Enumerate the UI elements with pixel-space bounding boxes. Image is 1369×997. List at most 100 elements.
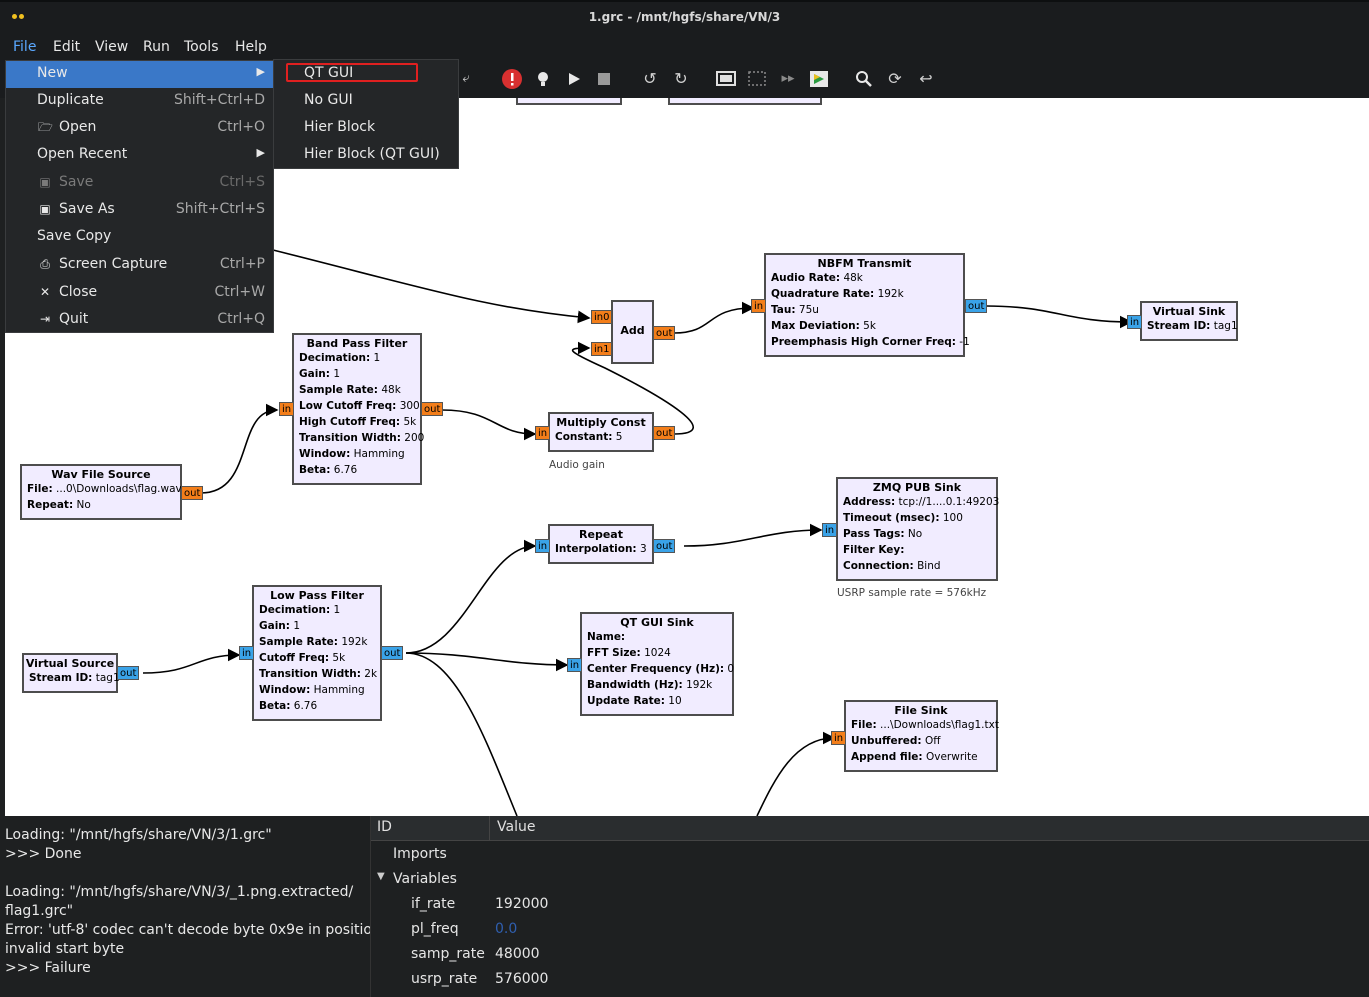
add-out-port[interactable]: out xyxy=(653,326,676,340)
lpf-out-port[interactable]: out xyxy=(381,646,404,660)
search-icon[interactable] xyxy=(853,68,875,90)
menu-item-open-recent[interactable]: Open Recent ▶ xyxy=(37,146,265,162)
repeat-in-port[interactable]: in xyxy=(535,539,551,553)
flowgraph-canvas[interactable]: NBFM Transmit Audio Rate: 48k Quadrature… xyxy=(5,98,1369,816)
nbfm-out-port[interactable]: out xyxy=(965,299,988,313)
menu-item-save[interactable]: ▣ Save Ctrl+S xyxy=(39,174,265,190)
enable-block-icon[interactable] xyxy=(715,68,737,90)
generate-icon[interactable] xyxy=(532,68,554,90)
console-pane[interactable]: Loading: "/mnt/hgfs/share/VN/3/1.grc" >>… xyxy=(0,816,399,997)
connections xyxy=(142,249,1133,816)
block-wav-file-source[interactable]: Wav File Source File: ...0\Downloads\fla… xyxy=(20,464,182,520)
comment-usrp-rate: USRP sample rate = 576kHz xyxy=(837,587,987,599)
menu-tools[interactable]: Tools xyxy=(184,39,219,55)
var-value[interactable]: 192000 xyxy=(495,896,549,912)
var-id[interactable]: if_rate xyxy=(411,896,456,912)
comment-audio-gain: Audio gain xyxy=(549,459,605,471)
wire-wav-bpf xyxy=(200,403,279,494)
block-add[interactable]: Add xyxy=(611,300,654,364)
block-zmq-pub-sink[interactable]: ZMQ PUB Sink Address: tcp://1....0.1:492… xyxy=(836,477,999,581)
menu-item-duplicate[interactable]: Duplicate Shift+Ctrl+D xyxy=(37,92,265,108)
rotate-ccw-icon[interactable]: ↺ xyxy=(643,69,657,88)
block-virtual-sink[interactable]: Virtual Sink Stream ID: tag1 xyxy=(1140,301,1238,341)
menu-item-save-as[interactable]: ▣ Save As Shift+Ctrl+S xyxy=(39,201,265,217)
var-value[interactable]: 0.0 xyxy=(495,921,518,937)
expand-arrow-icon[interactable]: ▼ xyxy=(377,871,385,882)
variables-pane[interactable]: ID Value Imports ▼ Variables if_rate 192… xyxy=(370,816,1369,997)
kill-icon[interactable] xyxy=(593,68,615,90)
menu-item-save-copy[interactable]: Save Copy xyxy=(37,228,112,244)
menu-item-close[interactable]: ✕ Close Ctrl+W xyxy=(39,284,265,300)
bpf-out-port[interactable]: out xyxy=(421,402,444,416)
block-qt-gui-sink[interactable]: QT GUI Sink Name: FFT Size: 1024 Center … xyxy=(580,612,734,716)
zmq-in-port[interactable]: in xyxy=(822,523,838,537)
submenu-item-hier-block-qt-gui[interactable]: Hier Block (QT GUI) xyxy=(304,146,440,162)
tree-imports[interactable]: Imports xyxy=(393,846,447,862)
var-value[interactable]: 576000 xyxy=(495,971,549,987)
wire-bpf-mconst xyxy=(441,409,537,441)
nbfm-in-port[interactable]: in xyxy=(751,299,767,313)
menu-item-quit[interactable]: ⇥ Quit Ctrl+Q xyxy=(39,311,265,327)
block-low-pass-filter[interactable]: Low Pass Filter Decimation: 1 Gain: 1 Sa… xyxy=(252,585,382,721)
block-nbfm-transmit[interactable]: NBFM Transmit Audio Rate: 48k Quadrature… xyxy=(764,253,970,357)
execute-icon[interactable] xyxy=(563,68,585,90)
stop-error-icon[interactable] xyxy=(501,68,523,90)
submenu-item-hier-block[interactable]: Hier Block xyxy=(304,119,376,135)
reload-icon[interactable]: ⟳ xyxy=(888,69,902,88)
tree-variables[interactable]: Variables xyxy=(393,871,457,887)
vsink-in-port[interactable]: in xyxy=(1127,315,1143,329)
var-id[interactable]: samp_rate xyxy=(411,946,485,962)
console-line: Loading: "/mnt/hgfs/share/VN/3/_1.png.ex… xyxy=(5,884,354,900)
title-bar: 1.grc - /mnt/hgfs/share/VN/3 xyxy=(0,0,1369,36)
wav-out-port[interactable]: out xyxy=(181,486,204,500)
filesink-in-port[interactable]: in xyxy=(831,731,847,745)
return-icon[interactable]: ↩ xyxy=(919,69,933,88)
rotate-cw-icon[interactable]: ↻ xyxy=(674,69,688,88)
wire-to-filesink xyxy=(756,731,836,816)
menu-item-new[interactable]: New ▶ xyxy=(6,61,273,88)
menu-edit[interactable]: Edit xyxy=(53,39,81,55)
repeat-out-port[interactable]: out xyxy=(653,539,676,553)
menu-file[interactable]: File xyxy=(13,39,37,55)
bpf-in-port[interactable]: in xyxy=(279,402,295,416)
bypass-icon[interactable]: ▸▸ xyxy=(781,71,795,86)
qtsink-in-port[interactable]: in xyxy=(567,658,583,672)
close-icon: ✕ xyxy=(39,285,51,299)
wire-lpf-down xyxy=(405,652,518,816)
console-line: Error: 'utf-8' codec can't decode byte 0… xyxy=(5,922,399,938)
column-value[interactable]: Value xyxy=(497,819,536,835)
disable-block-icon[interactable] xyxy=(746,68,768,90)
mconst-out-port[interactable]: out xyxy=(653,426,676,440)
block-band-pass-filter[interactable]: Band Pass Filter Decimation: 1 Gain: 1 S… xyxy=(292,333,424,485)
menu-item-open[interactable]: 🗁 Open Ctrl+O xyxy=(38,119,265,135)
menu-item-screen-capture[interactable]: ⎙ Screen Capture Ctrl+P xyxy=(6,252,273,279)
add-in0-port[interactable]: in0 xyxy=(591,310,613,324)
wire-add-nbfm xyxy=(673,301,755,334)
submenu-item-no-gui[interactable]: No GUI xyxy=(304,92,353,108)
block-repeat[interactable]: Repeat Interpolation: 3 xyxy=(548,524,654,564)
find-block-icon[interactable] xyxy=(808,68,830,90)
vsrc-out-port[interactable]: out xyxy=(117,666,140,680)
console-line: >>> Done xyxy=(5,846,82,862)
submenu-item-qt-gui[interactable]: QT GUI xyxy=(304,65,354,81)
block-partial-1[interactable] xyxy=(516,98,622,105)
cut-icon[interactable]: ⤶ xyxy=(462,71,470,86)
new-submenu: QT GUI No GUI Hier Block Hier Block (QT … xyxy=(273,59,459,169)
menu-run[interactable]: Run xyxy=(143,39,170,55)
block-file-sink[interactable]: File Sink File: ...\Downloads\flag1.txt … xyxy=(844,700,999,772)
menu-view[interactable]: View xyxy=(95,39,129,55)
var-value[interactable]: 48000 xyxy=(495,946,540,962)
menu-help[interactable]: Help xyxy=(235,39,267,55)
block-multiply-const[interactable]: Multiply Const Constant: 5 xyxy=(548,412,654,452)
lpf-in-port[interactable]: in xyxy=(239,646,255,660)
save-icon: ▣ xyxy=(39,175,51,189)
app-icon xyxy=(12,12,26,22)
block-virtual-source[interactable]: Virtual Source Stream ID: tag1 xyxy=(22,653,120,693)
column-id[interactable]: ID xyxy=(377,819,392,835)
var-id[interactable]: usrp_rate xyxy=(411,971,478,987)
var-id[interactable]: pl_freq xyxy=(411,921,459,937)
add-in1-port[interactable]: in1 xyxy=(591,342,613,356)
window-title: 1.grc - /mnt/hgfs/share/VN/3 xyxy=(588,10,781,24)
mconst-in-port[interactable]: in xyxy=(535,426,551,440)
block-partial-2[interactable] xyxy=(668,98,822,105)
